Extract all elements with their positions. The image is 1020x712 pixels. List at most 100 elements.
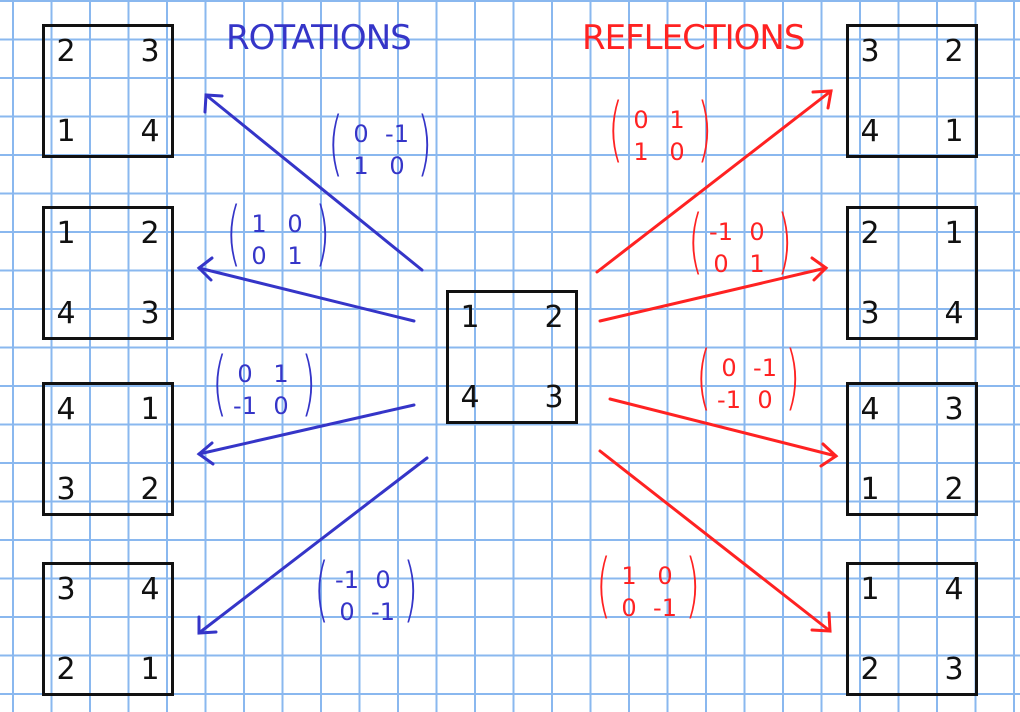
rotation-arrow-1 — [204, 93, 424, 272]
corner-bottom-left: 4 — [56, 296, 76, 331]
matrix-entry: -1 — [653, 594, 677, 622]
matrix-entry: 0 — [375, 566, 391, 594]
corner-bottom-right: 4 — [140, 114, 160, 149]
corner-top-right: 4 — [140, 572, 160, 607]
matrix-entry: 1 — [287, 242, 303, 270]
reflection-arrow-2 — [598, 266, 828, 323]
rotation-square-4: 3 4 2 1 — [42, 562, 174, 696]
corner-bottom-left: 3 — [56, 472, 76, 507]
corner-top-right: 3 — [944, 392, 964, 427]
rotation-matrix-3: ( 0 1 -1 0 ) — [212, 348, 316, 426]
matrix-entry: 1 — [251, 210, 267, 238]
matrix-entry: 0 — [713, 250, 729, 278]
matrix-entry: -1 — [335, 566, 359, 594]
corner-bottom-right: 4 — [944, 296, 964, 331]
matrix-entry: 1 — [621, 562, 637, 590]
matrix-entry: 0 — [237, 360, 253, 388]
right-paren: ) — [696, 88, 712, 170]
reflection-square-2: 2 1 3 4 — [846, 206, 978, 340]
matrix-entry: 0 — [757, 386, 773, 414]
corner-top-left: 4 — [56, 392, 76, 427]
matrix-entry: 0 — [353, 120, 369, 148]
rotation-matrix-1: ( 0 -1 1 0 ) — [328, 108, 432, 186]
corner-top-right: 2 — [544, 300, 564, 335]
matrix-entry: -1 — [717, 386, 741, 414]
corner-bottom-left: 2 — [56, 652, 76, 687]
left-paren: ( — [596, 544, 612, 626]
corner-top-right: 1 — [140, 392, 160, 427]
reflection-matrix-4: ( 1 0 0 -1 ) — [596, 550, 700, 628]
original-square: 1 2 4 3 — [446, 290, 578, 424]
right-paren: ) — [784, 336, 800, 418]
matrix-entry: 0 — [621, 594, 637, 622]
matrix-entry: -1 — [371, 598, 395, 626]
matrix-entry: 1 — [353, 152, 369, 180]
corner-bottom-right: 1 — [944, 114, 964, 149]
corner-bottom-left: 1 — [56, 114, 76, 149]
left-paren: ( — [328, 102, 344, 184]
rotation-square-3: 4 1 3 2 — [42, 382, 174, 516]
right-paren: ) — [300, 342, 316, 424]
left-paren: ( — [688, 200, 704, 282]
rotation-matrix-4: ( -1 0 0 -1 ) — [314, 554, 418, 632]
reflection-square-3: 4 3 1 2 — [846, 382, 978, 516]
matrix-entry: 0 — [273, 392, 289, 420]
corner-bottom-right: 3 — [944, 652, 964, 687]
corner-top-left: 4 — [860, 392, 880, 427]
corner-top-right: 1 — [944, 216, 964, 251]
rotation-arrow-2 — [197, 266, 416, 323]
rotation-arrow-4 — [197, 456, 429, 635]
reflection-square-4: 1 4 2 3 — [846, 562, 978, 696]
reflections-heading: REFLECTIONS — [582, 18, 805, 58]
left-paren: ( — [226, 192, 242, 274]
corner-bottom-right: 3 — [140, 296, 160, 331]
right-paren: ) — [776, 200, 792, 282]
right-paren: ) — [314, 192, 330, 274]
left-paren: ( — [314, 548, 330, 630]
corner-bottom-left: 2 — [860, 652, 880, 687]
corner-top-left: 1 — [460, 300, 480, 335]
matrix-entry: 0 — [251, 242, 267, 270]
corner-bottom-right: 2 — [944, 472, 964, 507]
corner-top-right: 2 — [140, 216, 160, 251]
corner-bottom-left: 1 — [860, 472, 880, 507]
corner-bottom-left: 4 — [460, 380, 480, 415]
corner-top-left: 2 — [56, 34, 76, 69]
matrix-entry: 0 — [389, 152, 405, 180]
matrix-entry: 0 — [669, 138, 685, 166]
matrix-entry: 1 — [669, 106, 685, 134]
left-paren: ( — [696, 336, 712, 418]
reflection-arrow-4 — [598, 449, 832, 633]
corner-bottom-right: 2 — [140, 472, 160, 507]
matrix-entry: 1 — [749, 250, 765, 278]
reflection-arrow-1 — [595, 89, 833, 274]
reflection-square-1: 3 2 4 1 — [846, 24, 978, 158]
matrix-entry: 0 — [749, 218, 765, 246]
rotation-square-1: 2 3 1 4 — [42, 24, 174, 158]
reflection-matrix-2: ( -1 0 0 1 ) — [688, 206, 792, 284]
right-paren: ) — [684, 544, 700, 626]
matrix-entry: 0 — [339, 598, 355, 626]
corner-top-left: 3 — [56, 572, 76, 607]
reflection-matrix-3: ( 0 -1 -1 0 ) — [696, 342, 800, 420]
corner-bottom-right: 1 — [140, 652, 160, 687]
corner-bottom-left: 4 — [860, 114, 880, 149]
reflection-arrow-3 — [608, 397, 838, 458]
corner-top-left: 1 — [860, 572, 880, 607]
matrix-entry: 0 — [721, 354, 737, 382]
corner-top-right: 4 — [944, 572, 964, 607]
corner-top-right: 3 — [140, 34, 160, 69]
corner-top-left: 2 — [860, 216, 880, 251]
rotation-square-2: 1 2 4 3 — [42, 206, 174, 340]
matrix-entry: 0 — [633, 106, 649, 134]
matrix-entry: -1 — [385, 120, 409, 148]
corner-bottom-left: 3 — [860, 296, 880, 331]
corner-top-left: 3 — [860, 34, 880, 69]
matrix-entry: 1 — [273, 360, 289, 388]
rotation-arrow-3 — [197, 403, 416, 456]
matrix-entry: 0 — [287, 210, 303, 238]
matrix-entry: -1 — [233, 392, 257, 420]
matrix-entry: 1 — [633, 138, 649, 166]
right-paren: ) — [416, 102, 432, 184]
